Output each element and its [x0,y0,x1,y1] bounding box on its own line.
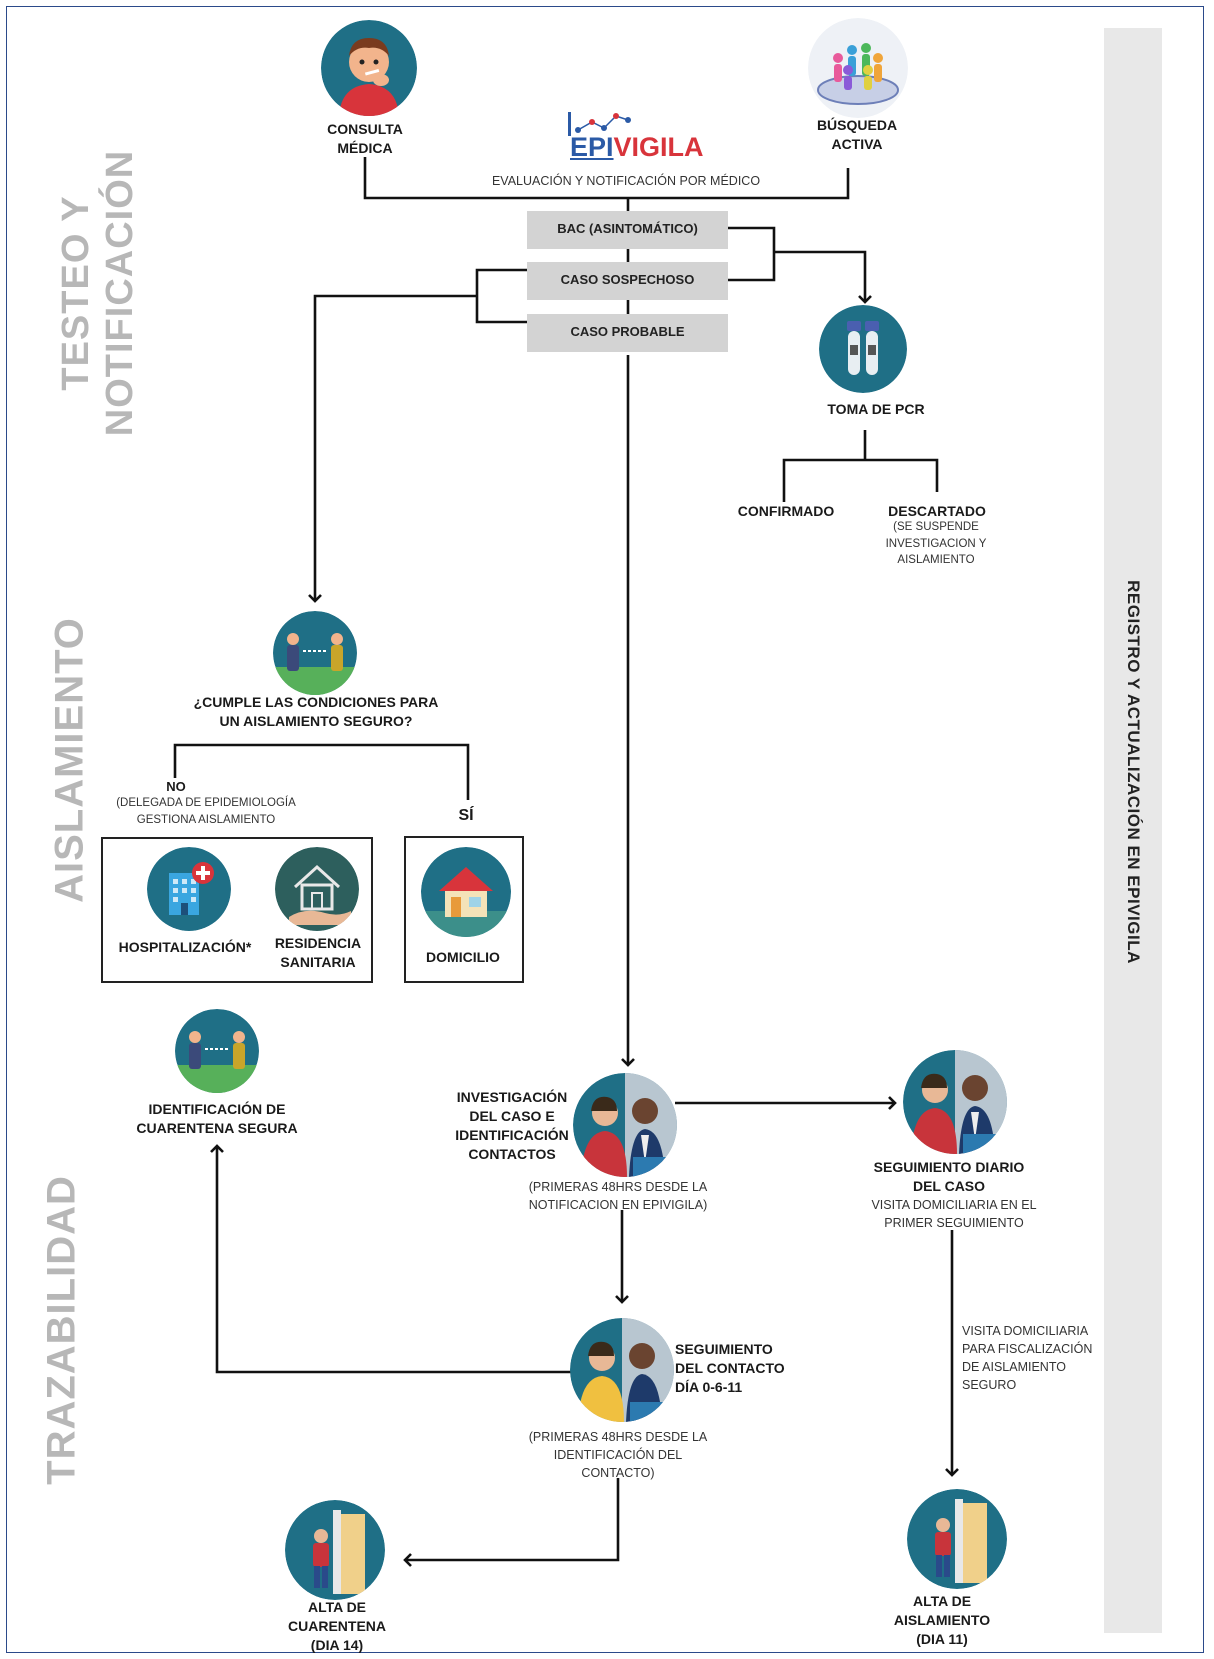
door-exit-icon-2 [907,1489,1007,1589]
logo-vigila: VIGILA [613,132,704,162]
label-consulta: CONSULTA MÉDICA [327,121,403,156]
test-tubes-icon [819,305,907,393]
crowd-icon [808,18,908,118]
social-distance-icon-2 [175,1009,259,1093]
label-domicilio: DOMICILIO [426,949,500,965]
note-visita: VISITA DOMICILIARIA PARA FISCALIZACIÓN D… [962,1324,1093,1393]
label-pcr: TOMA DE PCR [827,401,925,417]
note-seguimiento-contacto: (PRIMERAS 48HRS DESDE LA IDENTIFICACIÓN … [528,1430,708,1481]
label-seguimiento-diario: SEGUIMIENTO DIARIO DEL CASO [873,1159,1025,1194]
label-alta-aislamiento: ALTA DE AISLAMIENTO (DIA 11) [893,1593,991,1647]
home-icon [421,847,511,937]
label-confirmado: CONFIRMADO [737,503,835,519]
registro-sidebar [1104,28,1162,1633]
hospital-icon [147,847,231,931]
call-center-icon [573,1073,677,1177]
top-connector [363,157,850,200]
label-hospitalizacion: HOSPITALIZACIÓN* [118,939,252,955]
box-sospechoso: CASO SOSPECHOSO [527,262,728,300]
note-seguimiento-diario: VISITA DOMICILIARIA EN EL PRIMER SEGUIMI… [871,1198,1037,1231]
note-investigacion: (PRIMERAS 48HRS DESDE LA NOTIFICACION EN… [528,1180,708,1213]
call-center-icon-3 [570,1318,674,1422]
label-descartado: DESCARTADO [888,503,986,519]
diagram-frame [6,6,1204,1653]
label-investigacion: INVESTIGACIÓN DEL CASO E IDENTIFICACIÓN … [455,1089,569,1162]
house-hand-icon [275,847,359,931]
label-no: NO [166,779,186,794]
epivigila-logo: EPIVIGILA [566,108,706,164]
label-si: SÍ [458,807,474,824]
door-exit-icon [285,1500,385,1600]
no-options-box [101,837,373,983]
label-cumple: ¿CUMPLE LAS CONDICIONES PARA UN AISLAMIE… [193,694,439,729]
logo-epi: EPI [570,132,614,162]
call-center-icon-2 [903,1050,1007,1154]
label-busqueda: BÚSQUEDA ACTIVA [816,117,898,152]
note-descartado: (SE SUSPENDE INVESTIGACION Y AISLAMIENTO [885,521,987,567]
label-cuarentena-segura: IDENTIFICACIÓN DE CUARENTENA SEGURA [136,1101,298,1136]
label-evaluacion: EVALUACIÓN Y NOTIFICACIÓN POR MÉDICO [491,174,761,188]
social-distance-icon [273,611,357,695]
box-probable: CASO PROBABLE [527,314,728,352]
si-options-box [404,836,524,983]
sick-person-icon [321,20,417,116]
label-residencia: RESIDENCIA SANITARIA [274,935,362,970]
box-bac: BAC (ASINTOMÁTICO) [527,211,728,249]
label-seguimiento-contacto: SEGUIMIENTO DEL CONTACTO DÍA 0-6-11 [675,1341,785,1395]
note-no: (DELEGADA DE EPIDEMIOLOGÍA GESTIONA AISL… [116,797,296,826]
label-alta-cuarentena: ALTA DE CUARENTENA (DIA 14) [288,1599,386,1653]
